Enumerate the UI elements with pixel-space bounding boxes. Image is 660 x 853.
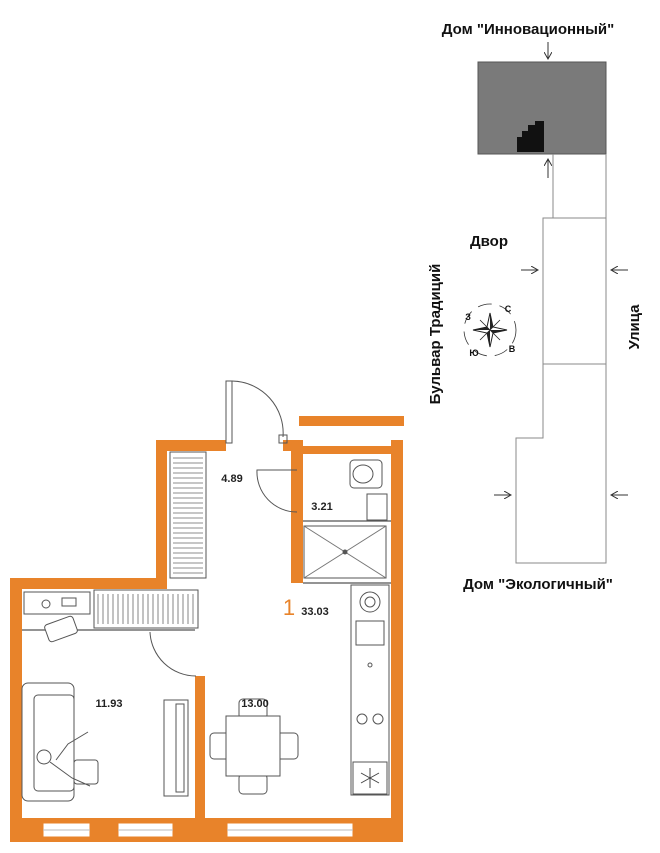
hall-area: 4.89	[221, 473, 242, 485]
kitchen-sink-icon	[355, 620, 385, 646]
bottom-building-label: Дом "Экологичный"	[463, 576, 613, 593]
selected-section-block	[477, 61, 607, 155]
building-outline	[515, 154, 607, 564]
bathroom-area: 3.21	[311, 501, 332, 513]
kitchen-living-area: 13.00	[241, 698, 269, 710]
bedroom-furniture	[21, 591, 189, 802]
kitchen-fixtures	[350, 584, 390, 796]
apartment-marker-icon	[517, 121, 544, 152]
kitchen-counter	[350, 584, 390, 796]
street-label: Улица	[626, 304, 643, 350]
compass-west-label: З	[465, 312, 471, 322]
compass-south-label: Ю	[469, 348, 478, 358]
faucet-icon	[367, 662, 373, 668]
person-icon	[36, 749, 52, 765]
boulevard-label: Бульвар Традиций	[427, 264, 444, 405]
bedroom-door	[149, 631, 197, 677]
apartment-number: 1	[283, 595, 295, 620]
hall-wardrobe	[169, 451, 207, 579]
desk-chair-icon	[44, 615, 78, 643]
tv-icon	[175, 703, 185, 793]
dining-table-icon	[209, 698, 299, 795]
stove-burner-icon	[356, 713, 368, 725]
toilet-bowl-icon	[352, 464, 374, 484]
desk-icon	[23, 591, 91, 615]
bedroom-area: 11.93	[96, 698, 123, 710]
stove-burner-icon	[372, 713, 384, 725]
sink-icon	[366, 493, 388, 521]
top-building-label: Дом "Инновационный"	[442, 21, 615, 38]
bathroom-door	[256, 469, 298, 513]
headphones-icon	[41, 599, 51, 609]
site-plan: Дом "Инновационный" Двор Улица Бульвар Т…	[427, 21, 643, 593]
compass-rose-icon: С В Ю З	[463, 303, 517, 358]
total-area: 33.03	[301, 606, 329, 618]
bathroom-fixtures	[303, 459, 388, 579]
compass-east-label: В	[509, 344, 516, 354]
courtyard-label: Двор	[470, 233, 508, 250]
bedroom-wardrobe	[93, 589, 199, 629]
apartment-plan: 4.89 3.21 1 33.03 11.93 13.00	[10, 380, 404, 842]
entry-door	[225, 380, 288, 444]
laptop-icon	[61, 597, 77, 607]
compass-north-label: С	[505, 304, 512, 314]
